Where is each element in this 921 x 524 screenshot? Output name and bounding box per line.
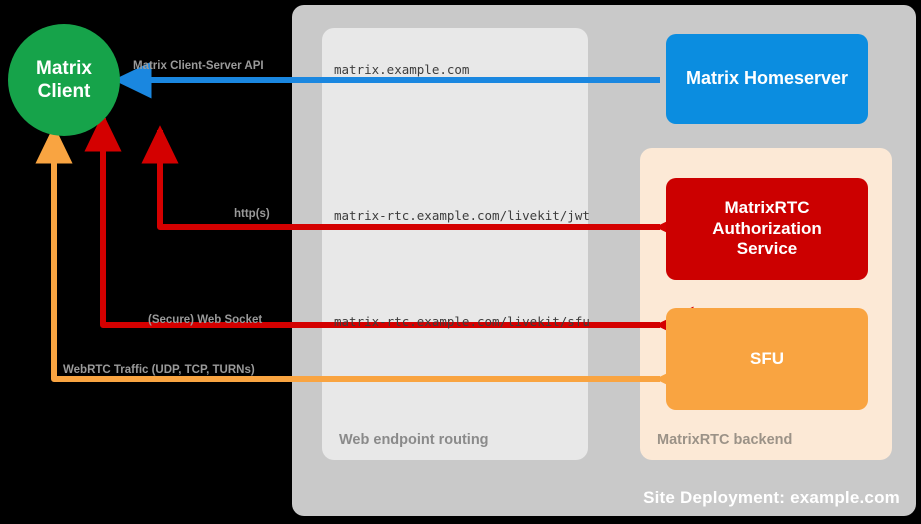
node-sfu-label: SFU [750,348,784,368]
edge-label-secure-web-socket: (Secure) Web Socket [148,314,263,326]
node-auth-line3: Service [736,239,798,259]
node-auth-line2: Authorization [712,218,822,238]
edge-label-webrtc-traffic: WebRTC Traffic (UDP, TCP, TURNs) [63,364,255,376]
node-sfu[interactable]: SFU [666,308,868,410]
endpoint-url-sfu: matrix-rtc.example.com/livekit/sfu [334,314,590,329]
node-matrix-client-line2: Client [37,81,91,102]
node-matrix-client[interactable]: Matrix Client [8,24,120,136]
node-matrix-homeserver-label: Matrix Homeserver [685,68,849,89]
node-auth-line1: MatrixRTC [724,197,810,217]
endpoint-url-homeserver: matrix.example.com [334,62,470,77]
node-matrix-homeserver[interactable]: Matrix Homeserver [666,34,868,124]
endpoint-url-jwt: matrix-rtc.example.com/livekit/jwt [334,208,590,223]
web-endpoint-routing-container: Web endpoint routing [322,28,588,460]
edge-label-https: http(s) [234,208,270,220]
node-matrix-client-line1: Matrix [36,57,92,79]
site-deployment-label: Site Deployment: example.com [643,488,900,507]
edge-label-matrix-client-server-api: Matrix Client-Server API [133,60,264,72]
node-matrixrtc-authorization-service[interactable]: MatrixRTC Authorization Service [666,178,868,280]
web-endpoint-routing-label: Web endpoint routing [339,432,489,448]
matrixrtc-backend-label: MatrixRTC backend [657,432,793,448]
